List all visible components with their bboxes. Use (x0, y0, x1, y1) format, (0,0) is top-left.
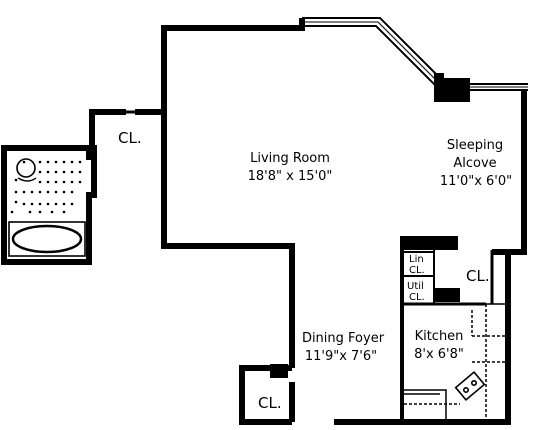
kitchen-wall-pier (434, 288, 460, 302)
utility-closet-label-1: Util (407, 281, 424, 292)
sleeping-alcove-dims: 11'0"x 6'0" (440, 174, 512, 189)
sleeping-alcove-name-1: Sleeping (447, 138, 503, 153)
bay-window (302, 17, 528, 91)
bay-window-column (434, 78, 470, 102)
kitchen-name: Kitchen (415, 329, 464, 344)
closet-bottom-label: CL. (258, 394, 282, 412)
kitchen-dims: 8'x 6'8" (414, 347, 464, 362)
kitchen-counter-edges (404, 303, 506, 420)
shower-tile-dots (10, 160, 82, 214)
kitchen-closet-label: CL. (466, 267, 490, 285)
toilet-tank-icon (17, 177, 37, 182)
closet-bottom-door-jamb (270, 364, 288, 378)
linen-closet-label-2: CL. (409, 265, 425, 276)
dining-foyer-name: Dining Foyer (302, 331, 385, 346)
dining-foyer-dims: 11'9"x 7'6" (305, 349, 377, 364)
living-room-name: Living Room (250, 151, 330, 166)
linen-closet-label-1: Lin (409, 254, 424, 265)
kitchen-wall-top (402, 236, 458, 250)
living-room-dims: 18'8" x 15'0" (248, 169, 333, 184)
toilet-icon (16, 158, 36, 178)
kitchen-counters (404, 304, 506, 420)
sleeping-alcove-name-2: Alcove (453, 156, 496, 171)
bathtub-icon (8, 221, 86, 257)
utility-closet-label-2: CL. (409, 292, 425, 303)
bathtub-basin-icon (11, 224, 83, 254)
closet-top-left: CL. (89, 108, 167, 156)
bathroom (1, 145, 97, 265)
closet-bottom-left: CL. (239, 364, 292, 425)
closet-bottom-walls (239, 365, 292, 425)
kitchen-block: Lin CL. Util CL. CL. (400, 236, 506, 422)
stove-icon (454, 371, 486, 401)
closet-top-label: CL. (118, 129, 142, 147)
